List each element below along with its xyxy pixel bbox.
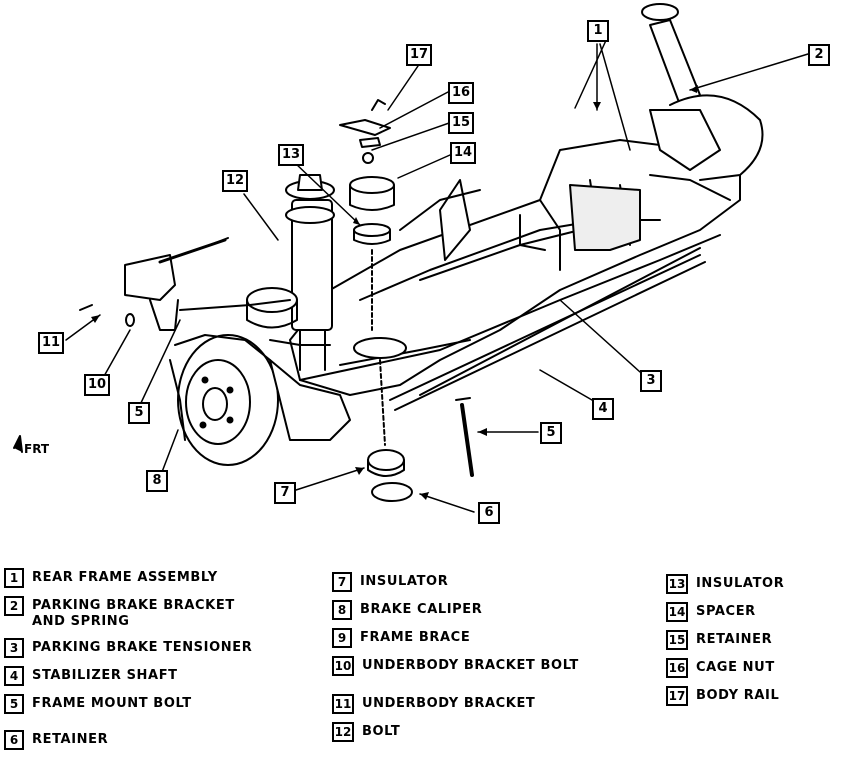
brake-rotor <box>169 334 279 466</box>
legend-number: 3 <box>4 638 24 658</box>
callout-16: 16 <box>448 82 474 104</box>
legend-item: 7 INSULATOR <box>332 572 579 600</box>
legend-item: 11 UNDERBODY BRACKET <box>332 694 579 722</box>
legend-text: BODY RAIL <box>696 688 780 703</box>
legend-text: UNDERBODY BRACKET BOLT <box>362 658 579 673</box>
legend-item: 13 INSULATOR <box>666 574 784 602</box>
legend-number: 11 <box>332 694 354 714</box>
legend-number: 10 <box>332 656 354 676</box>
legend-text: PARKING BRAKE BRACKET AND SPRING <box>32 598 235 629</box>
legend-number: 13 <box>666 574 688 594</box>
legend-column-2: 7 INSULATOR 8 BRAKE CALIPER 9 FRAME BRAC… <box>332 572 579 750</box>
callout-5-left: 5 <box>128 402 150 424</box>
legend-item: 2 PARKING BRAKE BRACKET AND SPRING <box>4 596 252 638</box>
front-arrow-icon <box>13 435 23 453</box>
callout-13: 13 <box>278 144 304 166</box>
callout-17: 17 <box>406 44 432 66</box>
callout-5-bolt: 5 <box>540 422 562 444</box>
frame-mount-bolt <box>455 397 474 477</box>
legend-text: STABILIZER SHAFT <box>32 668 178 683</box>
legend-column-3: 13 INSULATOR 14 SPACER 15 RETAINER 16 CA… <box>666 574 784 714</box>
callout-2: 2 <box>808 44 830 66</box>
callout-10: 10 <box>84 374 110 396</box>
diagram-artwork <box>13 3 809 513</box>
leader-lines <box>65 35 809 513</box>
front-orientation-label: FRT <box>24 442 50 456</box>
arrowheads <box>91 85 698 500</box>
legend-number: 15 <box>666 630 688 650</box>
legend-text: REAR FRAME ASSEMBLY <box>32 570 218 585</box>
rear-frame-assembly <box>289 139 741 396</box>
legend-number: 7 <box>332 572 352 592</box>
legend-number: 1 <box>4 568 24 588</box>
legend-item: 5 FRAME MOUNT BOLT <box>4 694 252 722</box>
callout-8: 8 <box>146 470 168 492</box>
legend-number: 16 <box>666 658 688 678</box>
legend-number: 12 <box>332 722 354 742</box>
legend-item: 17 BODY RAIL <box>666 686 784 714</box>
callout-15: 15 <box>448 112 474 134</box>
legend-item: 4 STABILIZER SHAFT <box>4 666 252 694</box>
callout-7: 7 <box>274 482 296 504</box>
legend-text: FRAME BRACE <box>360 630 471 645</box>
legend-text: RETAINER <box>32 732 109 747</box>
legend-text: SPACER <box>696 604 756 619</box>
legend-number: 4 <box>4 666 24 686</box>
underbody-bracket <box>79 237 291 331</box>
legend-number: 14 <box>666 602 688 622</box>
callout-11: 11 <box>38 332 64 354</box>
legend-number: 5 <box>4 694 24 714</box>
legend-number: 6 <box>4 730 24 750</box>
legend-text: INSULATOR <box>360 574 449 589</box>
callout-3: 3 <box>640 370 662 392</box>
legend-text: CAGE NUT <box>696 660 775 675</box>
legend-item: 3 PARKING BRAKE TENSIONER <box>4 638 252 666</box>
lower-control-arm <box>269 339 351 441</box>
legend-item: 10 UNDERBODY BRACKET BOLT <box>332 656 579 684</box>
legend-item: 16 CAGE NUT <box>666 658 784 686</box>
legend-text: INSULATOR <box>696 576 785 591</box>
insulator-stack <box>349 176 413 502</box>
suspension-exploded-diagram: 1 2 3 4 5 5 6 7 8 10 11 12 13 14 15 16 1… <box>13 3 830 524</box>
legend-number: 9 <box>332 628 352 648</box>
legend-text: PARKING BRAKE TENSIONER <box>32 640 253 655</box>
legend-item: 14 SPACER <box>666 602 784 630</box>
legend-column-1: 1 REAR FRAME ASSEMBLY 2 PARKING BRAKE BR… <box>4 568 252 758</box>
strut-assembly <box>246 174 335 371</box>
strut-assembly-right <box>641 3 764 181</box>
legend-text: BRAKE CALIPER <box>360 602 483 617</box>
legend-text: UNDERBODY BRACKET <box>362 696 536 711</box>
callout-12: 12 <box>222 170 248 192</box>
legend-number: 17 <box>666 686 688 706</box>
legend-item: 12 BOLT <box>332 722 579 750</box>
legend-item: 15 RETAINER <box>666 630 784 658</box>
legend-number: 8 <box>332 600 352 620</box>
legend-number: 2 <box>4 596 24 616</box>
callout-1: 1 <box>587 20 609 42</box>
callout-6: 6 <box>478 502 500 524</box>
legend-item: 8 BRAKE CALIPER <box>332 600 579 628</box>
body-rail-parts <box>339 99 391 164</box>
stabilizer-shaft <box>389 247 706 411</box>
legend-text: RETAINER <box>696 632 773 647</box>
legend-text: FRAME MOUNT BOLT <box>32 696 192 711</box>
legend-text: BOLT <box>362 724 401 739</box>
callout-14: 14 <box>450 142 476 164</box>
legend-item: 9 FRAME BRACE <box>332 628 579 656</box>
callout-4: 4 <box>592 398 614 420</box>
legend-item: 1 REAR FRAME ASSEMBLY <box>4 568 252 596</box>
legend-item: 6 RETAINER <box>4 730 252 758</box>
